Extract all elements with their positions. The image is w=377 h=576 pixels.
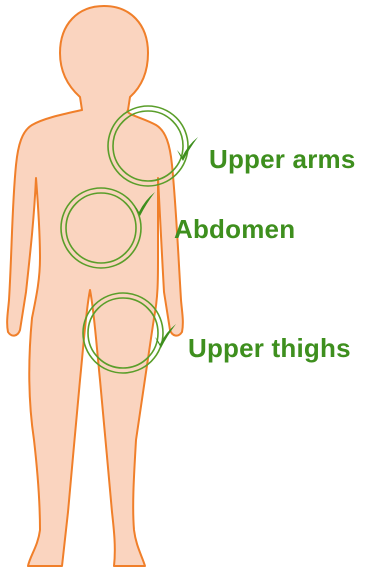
label-upper-arms: Upper arms bbox=[209, 146, 356, 172]
label-abdomen: Abdomen bbox=[174, 216, 295, 242]
label-upper-thighs: Upper thighs bbox=[188, 335, 351, 361]
human-body-silhouette bbox=[7, 6, 183, 566]
